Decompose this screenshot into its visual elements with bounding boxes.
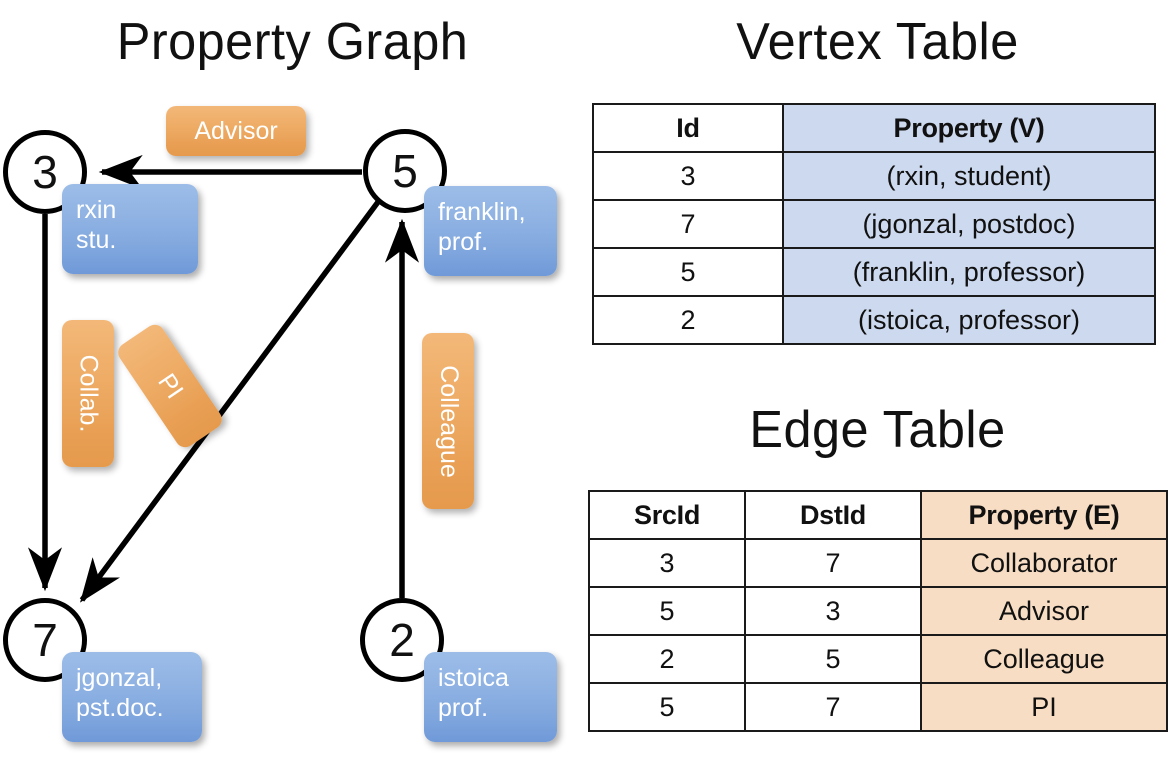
vertex-property-box-5-line2: prof. (438, 228, 489, 256)
vertex-node-3-id: 3 (32, 146, 58, 198)
edge-label-collab-text: Collab. (74, 354, 103, 433)
vertex-table-cell-id: 2 (592, 295, 784, 345)
edge-table-cell-dstid: 7 (744, 682, 922, 732)
vertex-table-cell-property: (rxin, student) (782, 151, 1156, 201)
vertex-property-box-7-line1: jgonzal, (76, 664, 163, 692)
edge-5-to-7 (79, 200, 381, 603)
vertex-table-cell-id: 5 (592, 247, 784, 297)
vertex-node-2-id: 2 (389, 614, 415, 666)
vertex-table-cell-id: 3 (592, 151, 784, 201)
page-title-vertex-table: Vertex Table (736, 13, 1019, 71)
edge-table-cell-srcid: 3 (588, 538, 746, 588)
table-row[interactable]: 7 (jgonzal, postdoc) (592, 199, 1156, 249)
edge-table-cell-dstid: 5 (744, 634, 922, 684)
vertex-table: Id Property (V) 3 (rxin, student) 7 (jgo… (592, 103, 1156, 345)
vertex-property-box-2: istoica prof. (424, 652, 557, 742)
edge-label-advisor: Advisor (166, 106, 306, 156)
vertex-property-box-5-line1: franklin, (438, 198, 526, 226)
vertex-property-box-2-line1: istoica (438, 664, 509, 692)
edge-table-cell-srcid: 5 (588, 586, 746, 636)
vertex-property-box-7-line2: pst.doc. (76, 694, 164, 722)
edge-label-colleague: Colleague (422, 333, 474, 509)
table-row[interactable]: 2 5 Colleague (588, 634, 1168, 684)
vertex-property-box-5: franklin, prof. (424, 186, 557, 276)
edge-table-cell-property: Colleague (920, 634, 1168, 684)
edge-label-pi-text: PI (152, 368, 189, 404)
graph-edges-canvas (27, 154, 420, 603)
edge-table-header-srcid: SrcId (588, 490, 746, 540)
table-row[interactable]: 5 7 PI (588, 682, 1168, 732)
vertex-table-header-property: Property (V) (782, 103, 1156, 153)
edge-label-collab: Collab. (62, 320, 114, 467)
table-row[interactable]: 5 3 Advisor (588, 586, 1168, 636)
table-row[interactable]: 2 (istoica, professor) (592, 295, 1156, 345)
vertex-table-cell-id: 7 (592, 199, 784, 249)
vertex-table-cell-property: (jgonzal, postdoc) (782, 199, 1156, 249)
edge-label-colleague-text: Colleague (434, 364, 463, 478)
table-row[interactable]: 3 (rxin, student) (592, 151, 1156, 201)
vertex-property-box-7: jgonzal, pst.doc. (62, 652, 202, 742)
vertex-table-cell-property: (istoica, professor) (782, 295, 1156, 345)
vertex-property-box-2-line2: prof. (438, 694, 489, 722)
edge-table-header-property: Property (E) (920, 490, 1168, 540)
table-row[interactable]: 5 (franklin, professor) (592, 247, 1156, 297)
edge-table-cell-srcid: 5 (588, 682, 746, 732)
vertex-property-box-3: rxin stu. (62, 184, 198, 274)
edge-table-header-row: SrcId DstId Property (E) (588, 490, 1168, 540)
edge-table-cell-property: PI (920, 682, 1168, 732)
vertex-node-7-id: 7 (32, 614, 58, 666)
vertex-node-2[interactable]: 2 (360, 598, 444, 682)
edge-table: SrcId DstId Property (E) 3 7 Collaborato… (588, 490, 1168, 732)
edge-table-cell-property: Collaborator (920, 538, 1168, 588)
edge-table-cell-dstid: 3 (744, 586, 922, 636)
vertex-table-header-row: Id Property (V) (592, 103, 1156, 153)
vertex-table-cell-property: (franklin, professor) (782, 247, 1156, 297)
vertex-node-5[interactable]: 5 (363, 129, 447, 213)
vertex-property-box-3-line2: stu. (76, 226, 117, 254)
edge-table-header-dstid: DstId (744, 490, 922, 540)
page-title-edge-table: Edge Table (749, 401, 1006, 459)
edge-table-cell-dstid: 7 (744, 538, 922, 588)
edge-table-cell-srcid: 2 (588, 634, 746, 684)
property-graph-panel: Property Graph Advisor Collab. PI Collea… (3, 13, 557, 742)
vertex-table-header-id: Id (592, 103, 784, 153)
vertex-property-box-3-line1: rxin (76, 196, 117, 224)
page-title-property-graph: Property Graph (116, 13, 469, 71)
table-row[interactable]: 3 7 Collaborator (588, 538, 1168, 588)
vertex-node-5-id: 5 (392, 145, 418, 197)
edge-table-cell-property: Advisor (920, 586, 1168, 636)
edge-label-advisor-text: Advisor (194, 116, 278, 145)
